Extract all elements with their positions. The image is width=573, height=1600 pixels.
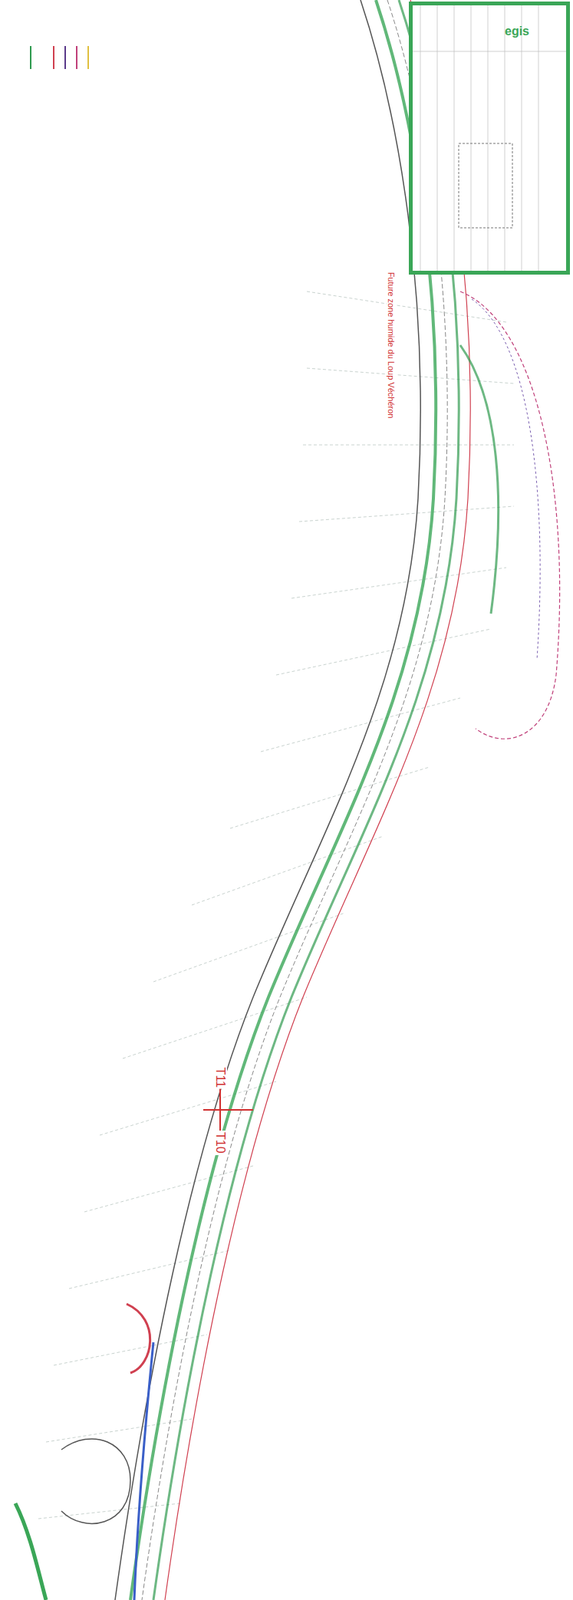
curb — [126, 1304, 151, 1374]
title-block-grid — [412, 5, 567, 271]
section-label: T11 — [213, 1066, 228, 1090]
legend-samples — [30, 46, 89, 70]
title-block: egis — [408, 1, 570, 275]
profile-lines — [38, 291, 514, 1519]
zone-boundary — [460, 291, 560, 739]
zone-boundary — [471, 299, 541, 660]
planting — [15, 1503, 47, 1600]
roundabout — [61, 1439, 131, 1524]
zone-label: Future zone humide du Loup Véchéron — [386, 270, 396, 421]
planting — [460, 345, 499, 614]
section-label: T10 — [213, 1130, 228, 1156]
section-mark — [203, 1073, 254, 1147]
logo-text: egis — [504, 24, 530, 39]
